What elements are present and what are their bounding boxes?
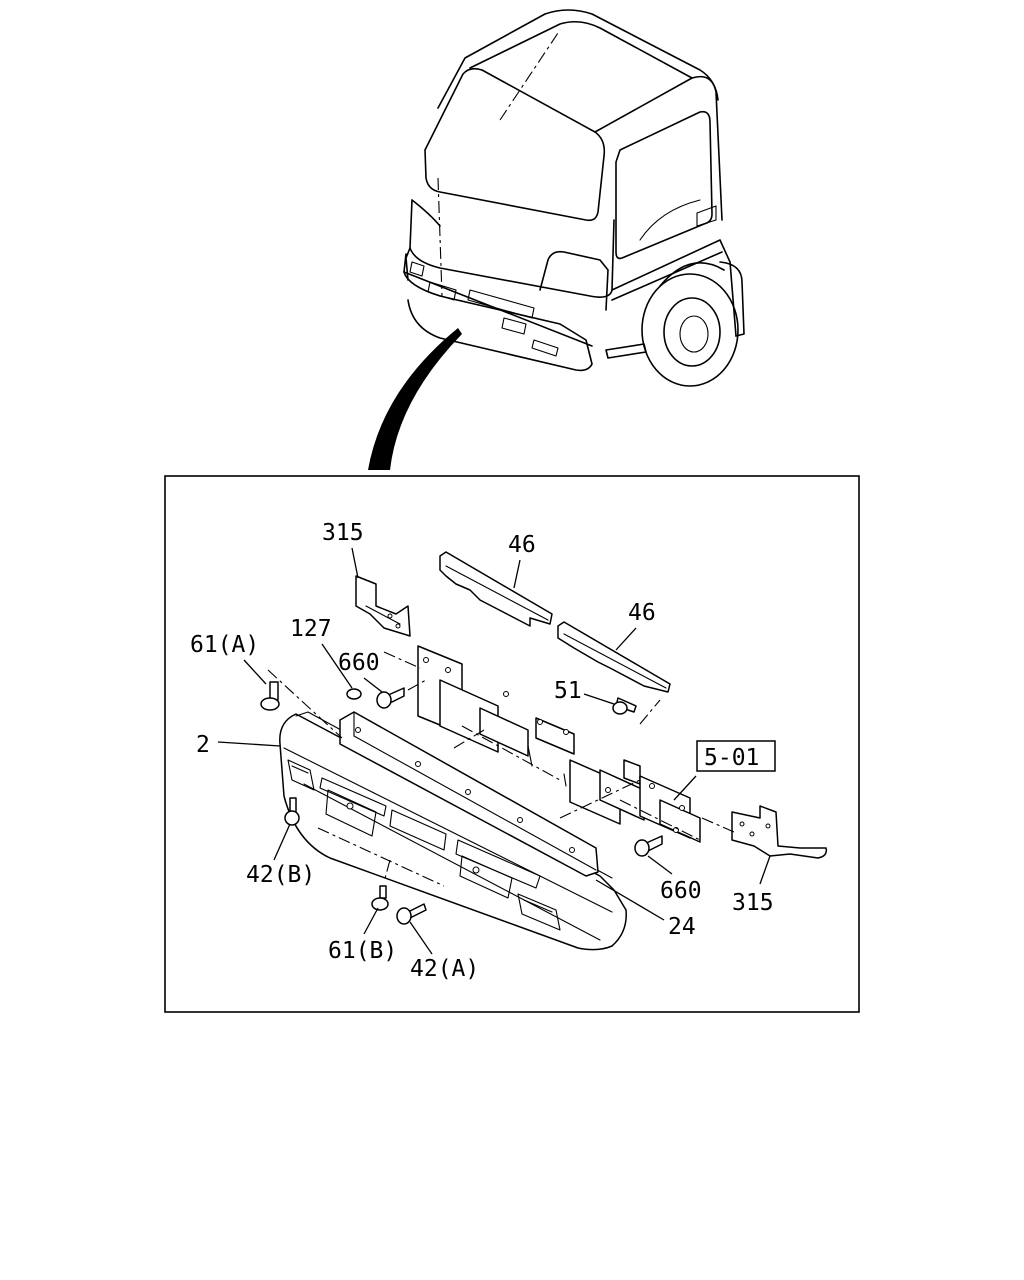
callout-127: 127 [290, 616, 332, 642]
callout-box-5-01 [696, 740, 776, 772]
truck-cab-illustration [403, 9, 745, 387]
detail-frame [164, 475, 860, 1013]
bracket-part-315-left [355, 575, 411, 637]
frame-bracket-assembly [417, 645, 701, 843]
pointer-arrow [368, 328, 462, 470]
callout-51: 51 [554, 678, 582, 704]
nut-part-127 [346, 688, 362, 700]
reinforcement-part-24 [339, 711, 599, 877]
callout-24: 24 [668, 914, 696, 940]
bolt-part-61b [371, 885, 389, 911]
flap-part-46-lower [557, 621, 671, 693]
callout-46-upper: 46 [508, 532, 536, 558]
flap-part-46-upper [439, 551, 553, 627]
callout-42a: 42(A) [410, 956, 479, 982]
callout-660-lower: 660 [660, 878, 702, 904]
callout-2: 2 [196, 732, 210, 758]
callout-5-01: 5-01 [704, 745, 759, 771]
callout-61b: 61(B) [328, 938, 397, 964]
bolt-part-61a [260, 681, 280, 711]
alignment-lines [267, 651, 735, 887]
bolt-part-51 [612, 697, 637, 715]
callout-42b: 42(B) [246, 862, 315, 888]
bolt-part-660-lower [634, 835, 663, 857]
bracket-part-315-right [731, 805, 828, 859]
callout-315-bottom: 315 [732, 890, 774, 916]
callout-315-top: 315 [322, 520, 364, 546]
callout-46-lower: 46 [628, 600, 656, 626]
callout-660-upper: 660 [338, 650, 380, 676]
bolt-part-42b [284, 797, 300, 826]
callout-61a: 61(A) [190, 632, 259, 658]
leader-lines [217, 547, 771, 955]
bolt-part-660-upper [376, 687, 405, 709]
bolt-part-42a [396, 903, 427, 925]
